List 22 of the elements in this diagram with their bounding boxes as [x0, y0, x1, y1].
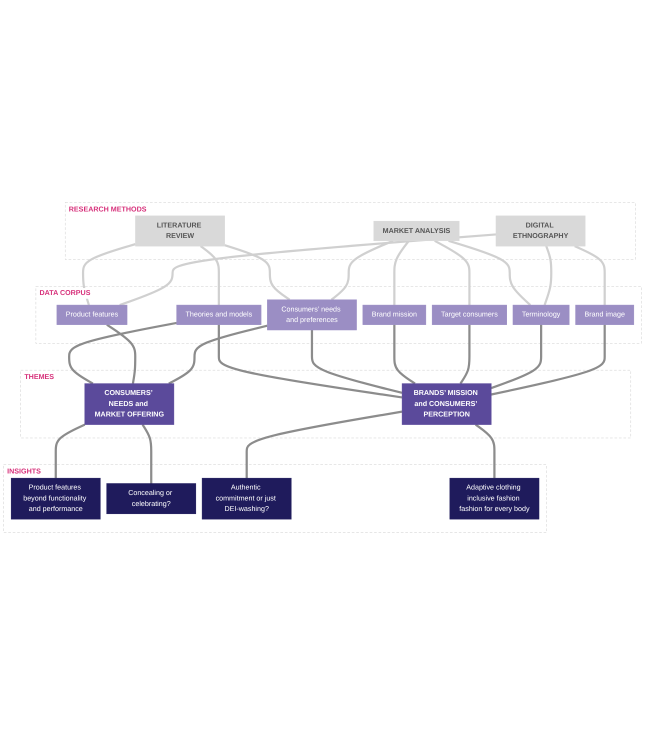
connector — [544, 246, 552, 306]
connector — [200, 245, 220, 306]
connector — [224, 244, 290, 301]
connector — [491, 324, 606, 396]
connector — [119, 233, 496, 306]
connector — [574, 245, 606, 306]
connector — [434, 240, 471, 306]
connector — [68, 322, 177, 385]
connector — [393, 324, 416, 384]
connector — [106, 324, 136, 384]
connector — [168, 324, 268, 385]
connector — [460, 324, 471, 384]
connector — [218, 324, 402, 399]
connector — [54, 424, 86, 478]
connector — [448, 240, 532, 306]
connector — [310, 330, 402, 394]
connector — [490, 324, 542, 390]
connector — [82, 243, 136, 306]
connector — [142, 424, 152, 484]
connector — [474, 424, 496, 478]
connector — [246, 410, 402, 478]
connector — [393, 240, 410, 306]
